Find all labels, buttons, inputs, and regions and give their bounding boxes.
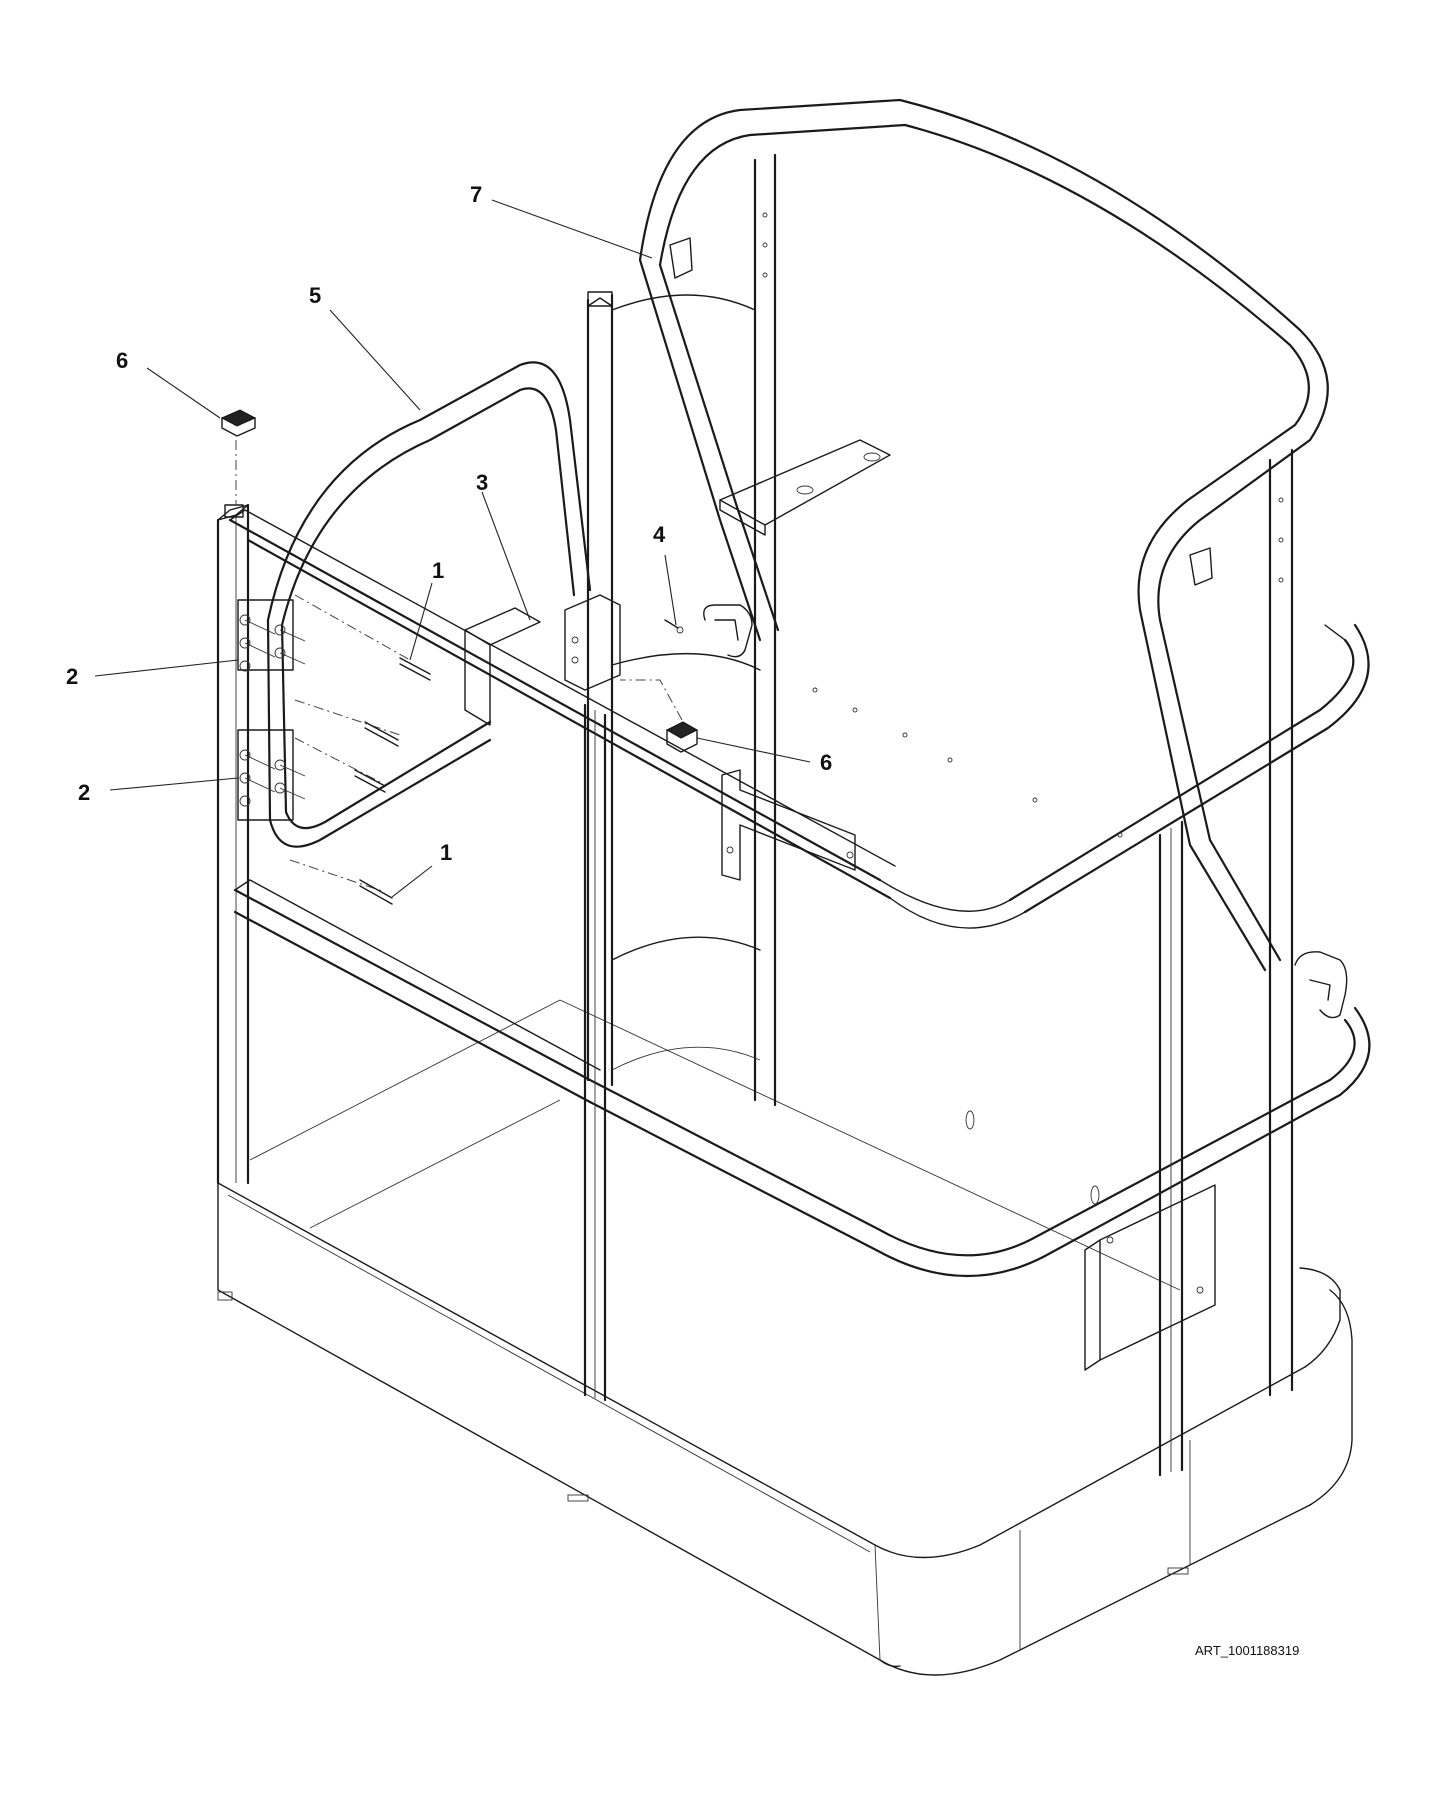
callout-4: 4 — [653, 522, 666, 547]
leader-1b — [391, 865, 433, 898]
toe-board — [217, 999, 1353, 1676]
rear-rail-gate — [638, 98, 1329, 972]
center-post-rear-tall — [586, 291, 614, 1087]
side-bracket-right — [1084, 1184, 1216, 1371]
left-post — [216, 503, 250, 1185]
callout-5: 5 — [309, 283, 321, 308]
callout-2-lower: 2 — [78, 780, 90, 805]
fastener-holes — [812, 687, 1123, 1205]
swing-gate — [266, 361, 592, 848]
leader-1a — [409, 582, 433, 661]
callout-3: 3 — [476, 470, 488, 495]
mount-plate — [719, 439, 891, 536]
top-rail-left — [228, 509, 1026, 929]
callout-1-lower: 1 — [440, 840, 452, 865]
latch-screw — [664, 619, 684, 634]
lower-hinge — [237, 729, 306, 821]
center-post-front — [583, 703, 607, 1402]
callout-6-cap: 6 — [116, 348, 128, 373]
cap-plug-left — [220, 409, 257, 505]
front-right-post — [1158, 820, 1184, 1477]
art-number: ART_1001188319 — [1195, 1643, 1299, 1658]
callout-1-upper: 1 — [432, 558, 444, 583]
far-right-post — [1268, 448, 1294, 1397]
leader-6b — [696, 737, 811, 763]
side-bracket-center — [721, 769, 856, 881]
latch-block — [464, 594, 621, 726]
leader-2b — [109, 777, 239, 791]
callout-7: 7 — [470, 182, 482, 207]
cap-plug-center — [620, 679, 699, 753]
leader-4 — [664, 554, 677, 626]
deck-opening — [611, 294, 761, 1071]
front-top-rail — [1008, 623, 1370, 914]
leader-7 — [491, 199, 653, 259]
upper-hinge — [237, 599, 306, 672]
rear-post-right — [753, 153, 777, 1107]
leader-6a — [146, 367, 221, 419]
callout-2-upper: 2 — [66, 664, 78, 689]
hinge-pins — [289, 594, 431, 905]
leader-5 — [329, 309, 421, 411]
leader-2a — [94, 659, 239, 677]
handle-left — [703, 604, 753, 658]
leader-lines — [94, 199, 811, 898]
left-midrail — [233, 879, 601, 1104]
leader-3 — [481, 491, 531, 621]
handle-right — [1294, 951, 1348, 1019]
front-mid-rail — [588, 1006, 1371, 1278]
callout-6-center: 6 — [820, 750, 832, 775]
